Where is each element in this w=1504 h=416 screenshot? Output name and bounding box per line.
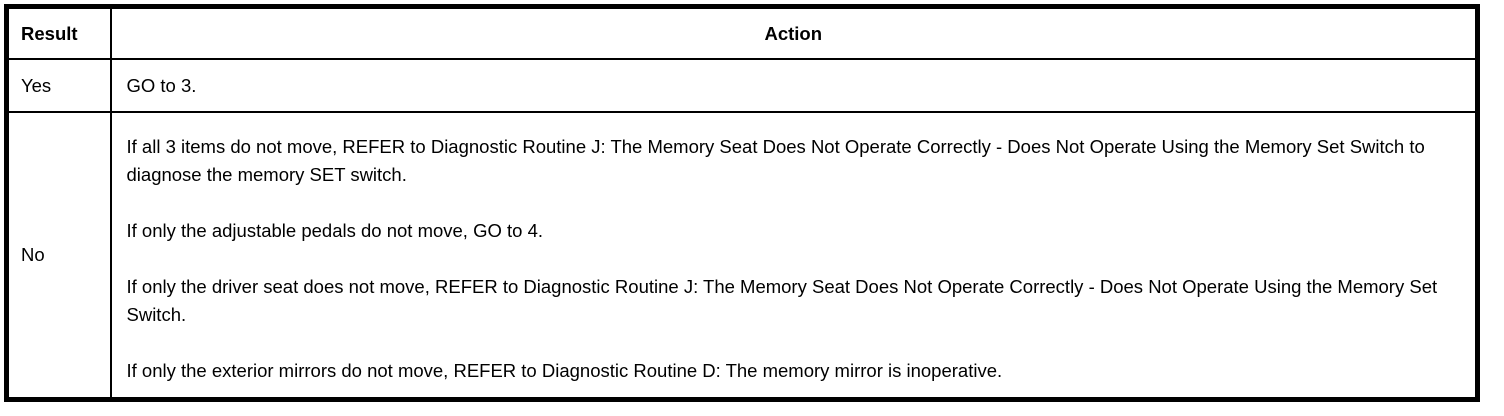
action-paragraph: If only the adjustable pedals do not mov… <box>126 220 544 241</box>
table-row-no: No If all 3 items do not move, REFER to … <box>5 111 1479 401</box>
result-cell-no: No <box>5 111 112 401</box>
header-row: Result Action <box>5 5 1479 60</box>
action-paragraph: If all 3 items do not move, REFER to Dia… <box>126 136 1425 185</box>
action-paragraph: GO to 3. <box>126 74 197 96</box>
action-cell-no: If all 3 items do not move, REFER to Dia… <box>109 111 1479 401</box>
table-row-yes: Yes GO to 3. <box>5 58 1479 113</box>
action-paragraph: If only the driver seat does not move, R… <box>126 276 1438 325</box>
result-cell-yes: Yes <box>5 58 112 113</box>
column-header-result: Result <box>5 5 112 60</box>
column-header-action: Action <box>109 5 1479 60</box>
action-cell-yes: GO to 3. <box>109 58 1479 113</box>
result-action-table: Result Action Yes GO to 3. No If all 3 i… <box>4 4 1480 402</box>
action-paragraph: If only the exterior mirrors do not move… <box>126 360 1003 381</box>
